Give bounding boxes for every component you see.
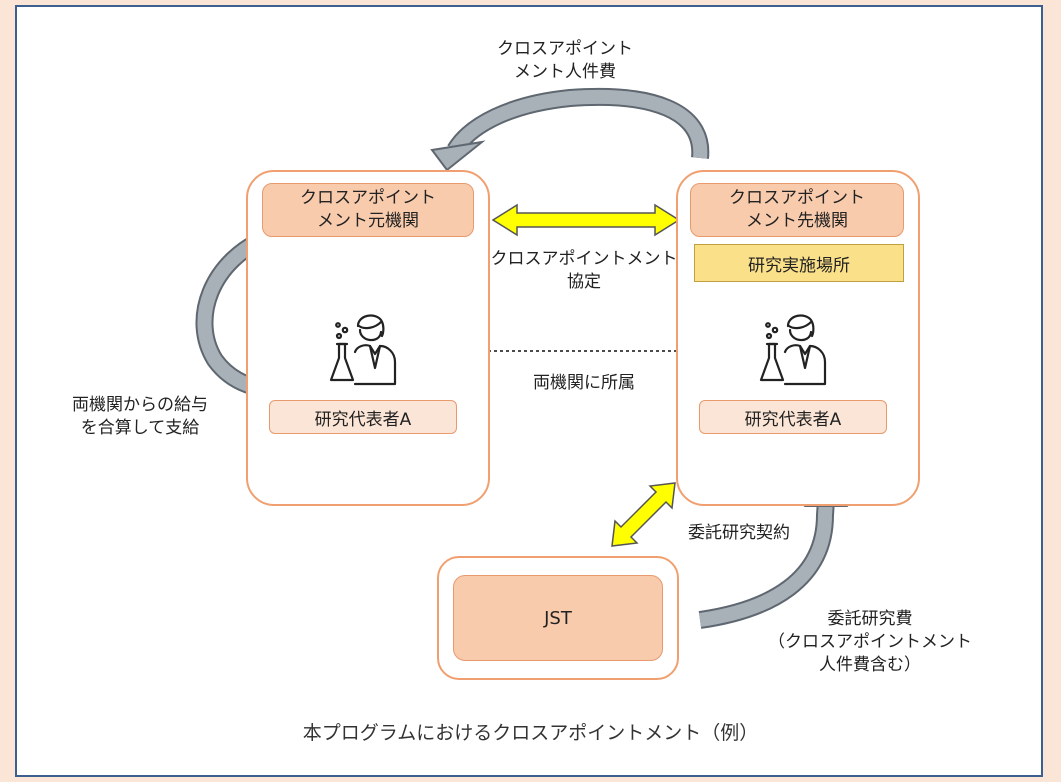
jst-label: JST bbox=[453, 575, 663, 661]
funding-arrow bbox=[698, 484, 849, 629]
diagram-caption: 本プログラムにおけるクロスアポイントメント（例） bbox=[302, 722, 759, 744]
contract-arrow bbox=[611, 482, 676, 547]
funding-label: 委託研究費 （クロスアポイントメント 人件費含む） bbox=[768, 609, 972, 675]
origin-institution-header: クロスアポイント メント元機関 bbox=[262, 183, 474, 237]
agreement-label: クロスアポイントメント 協定 bbox=[490, 249, 678, 292]
agreement-arrow bbox=[491, 203, 681, 237]
salary-transfer-arrow bbox=[430, 87, 710, 172]
researcher-icon bbox=[329, 314, 397, 386]
origin-researcher-label: 研究代表者A bbox=[269, 400, 457, 434]
destination-institution-header: クロスアポイント メント先機関 bbox=[690, 183, 904, 237]
research-site-label: 研究実施場所 bbox=[694, 244, 904, 282]
cross-appointment-salary-label: クロスアポイント メント人件費 bbox=[497, 39, 633, 82]
contract-label: 委託研究契約 bbox=[688, 523, 790, 543]
researcher-icon bbox=[759, 314, 827, 386]
destination-researcher-label: 研究代表者A bbox=[699, 400, 887, 434]
affiliation-label: 両機関に所属 bbox=[533, 373, 635, 393]
combined-salary-label: 両機関からの給与 を合算して支給 bbox=[72, 395, 208, 438]
